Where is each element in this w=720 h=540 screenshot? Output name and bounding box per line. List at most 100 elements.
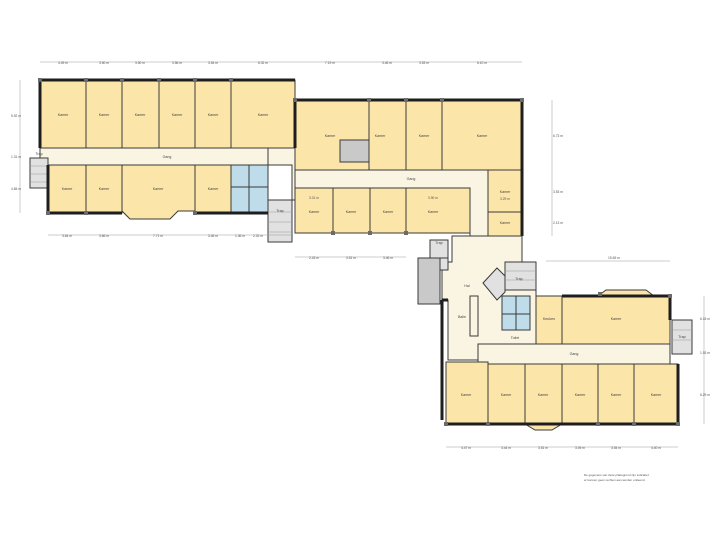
stair-west-bottom[interactable]	[267, 199, 293, 243]
center-wing: Kamer Kamer Kamer Kamer Gang Kamer Kamer…	[267, 98, 524, 237]
label-kamer: Kamer	[538, 393, 549, 397]
room-c-bot-4[interactable]	[405, 187, 471, 234]
hal-area: Hal Balie Trap Trap Toilet	[417, 235, 537, 420]
dim-top: 6.10 m	[477, 61, 487, 65]
label-kamer: Kamer	[477, 134, 488, 138]
dim-top: 3.56 m	[172, 61, 182, 65]
toilet-w-2[interactable]	[248, 164, 269, 188]
dim-right-lower: 6.29 m	[700, 393, 710, 397]
dim-left: 1.31 m	[11, 155, 21, 159]
label-kamer: Kamer	[99, 187, 110, 191]
stair-east-right[interactable]	[671, 319, 693, 355]
label-trap: Trap	[515, 277, 522, 281]
room-w-top-2[interactable]	[85, 79, 123, 149]
room-c-top-3[interactable]	[405, 99, 443, 171]
room-c-right-1[interactable]	[487, 169, 523, 213]
dim-left: 5.92 m	[11, 114, 21, 118]
label-kamer: Kamer	[428, 210, 439, 214]
label-trap: Trap	[35, 152, 42, 156]
label-kamer: Kamer	[208, 187, 219, 191]
dim-right-upper: 3.53 m	[553, 190, 563, 194]
dim-lower-wing-top: 15.65 m	[608, 256, 620, 260]
toilet-hal-3[interactable]	[501, 313, 517, 331]
dim-inner: 3.29 m	[500, 197, 510, 201]
label-kamer: Kamer	[309, 210, 320, 214]
dim-bottom-right: 4.47 m	[461, 446, 471, 450]
label-trap: Trap	[276, 209, 283, 213]
dim-bottom-right: 3.51 m	[538, 446, 548, 450]
dim-right-lower: 1.93 m	[700, 351, 710, 355]
label-keuken: Keuken	[543, 317, 555, 321]
room-e-bot-2[interactable]	[487, 363, 526, 425]
dim-bottom-left: 3.66 m	[99, 234, 109, 238]
label-kamer: Kamer	[258, 113, 269, 117]
dim-bottom-left: 3.46 m	[208, 234, 218, 238]
dim-right-lower: 6.18 m	[700, 317, 710, 321]
dim-bottom-left: 7.71 m	[153, 234, 163, 238]
room-w-top-6[interactable]	[230, 79, 296, 149]
pillars	[38, 78, 680, 426]
label-kamer: Kamer	[611, 317, 622, 321]
room-c-bot-3[interactable]	[369, 187, 407, 234]
dim-bottom-left: 1.36 m	[235, 234, 245, 238]
toilet-hal-1[interactable]	[501, 295, 517, 315]
dimensions: 4.49 m 3.50 m 3.50 m 3.56 m 3.54 m 6.32 …	[11, 61, 710, 450]
west-wing: Kamer Kamer Kamer Kamer Kamer Kamer Gang…	[29, 78, 296, 243]
utility-hal[interactable]	[417, 257, 441, 305]
stair-hal-right[interactable]	[504, 261, 537, 291]
dim-bottom-right: 3.44 m	[501, 446, 511, 450]
toilet-w-3[interactable]	[230, 186, 250, 213]
label-gang: Gang	[163, 155, 172, 159]
label-balie: Balie	[458, 315, 466, 319]
label-kamer: Kamer	[346, 210, 357, 214]
label-kamer: Kamer	[500, 221, 511, 225]
label-trap: Trap	[678, 335, 685, 339]
label-kamer: Kamer	[153, 187, 164, 191]
label-toilet: Toilet	[511, 336, 519, 340]
dim-top: 7.19 m	[325, 61, 335, 65]
label-kamer: Kamer	[651, 393, 662, 397]
label-kamer: Kamer	[575, 393, 586, 397]
label-kamer: Kamer	[611, 393, 622, 397]
label-kamer: Kamer	[208, 113, 219, 117]
dim-top: 6.32 m	[258, 61, 268, 65]
toilet-w-1[interactable]	[230, 164, 250, 188]
dim-bottom-left: 3.64 m	[62, 234, 72, 238]
room-w-bot-3[interactable]	[121, 164, 196, 220]
utility-c[interactable]	[339, 139, 370, 163]
label-hal: Hal	[464, 284, 470, 288]
dim-top: 3.46 m	[382, 61, 392, 65]
room-w-bot-4[interactable]	[194, 164, 232, 214]
dim-inner: 3.90 m	[428, 196, 438, 200]
disclaimer-line-2: er kunnen geen rechten aan worden ontlee…	[584, 478, 646, 482]
dim-top: 4.49 m	[58, 61, 68, 65]
room-w-bot-2[interactable]	[85, 164, 123, 214]
balie-counter[interactable]	[469, 295, 479, 337]
label-kamer: Kamer	[383, 210, 394, 214]
dim-top: 3.50 m	[99, 61, 109, 65]
dim-top: 3.53 m	[419, 61, 429, 65]
label-gang: Gang	[407, 177, 416, 181]
stair-west-left[interactable]	[29, 157, 49, 189]
toilet-hal-2[interactable]	[515, 295, 531, 315]
room-c-top-2[interactable]	[368, 99, 407, 171]
label-kamer: Kamer	[135, 113, 146, 117]
dim-bottom-right: 4.40 m	[651, 446, 661, 450]
toilet-hal-4[interactable]	[515, 313, 531, 331]
label-kamer: Kamer	[419, 134, 430, 138]
dim-bottom-right: 3.54 m	[611, 446, 621, 450]
label-kamer: Kamer	[99, 113, 110, 117]
dim-left: 4.65 m	[11, 187, 21, 191]
label-gang: Gang	[570, 352, 579, 356]
dim-right-upper: 2.13 m	[553, 221, 563, 225]
dim-middle: 3.51 m	[346, 256, 356, 260]
label-kamer: Kamer	[501, 393, 512, 397]
toilet-w-4[interactable]	[248, 186, 269, 213]
room-e-bot-3[interactable]	[524, 363, 563, 431]
label-kamer: Kamer	[58, 113, 69, 117]
room-e-bot-6[interactable]	[633, 363, 679, 425]
room-c-top-4[interactable]	[441, 99, 523, 171]
dim-top: 3.50 m	[135, 61, 145, 65]
room-w-top-1[interactable]	[39, 79, 87, 149]
